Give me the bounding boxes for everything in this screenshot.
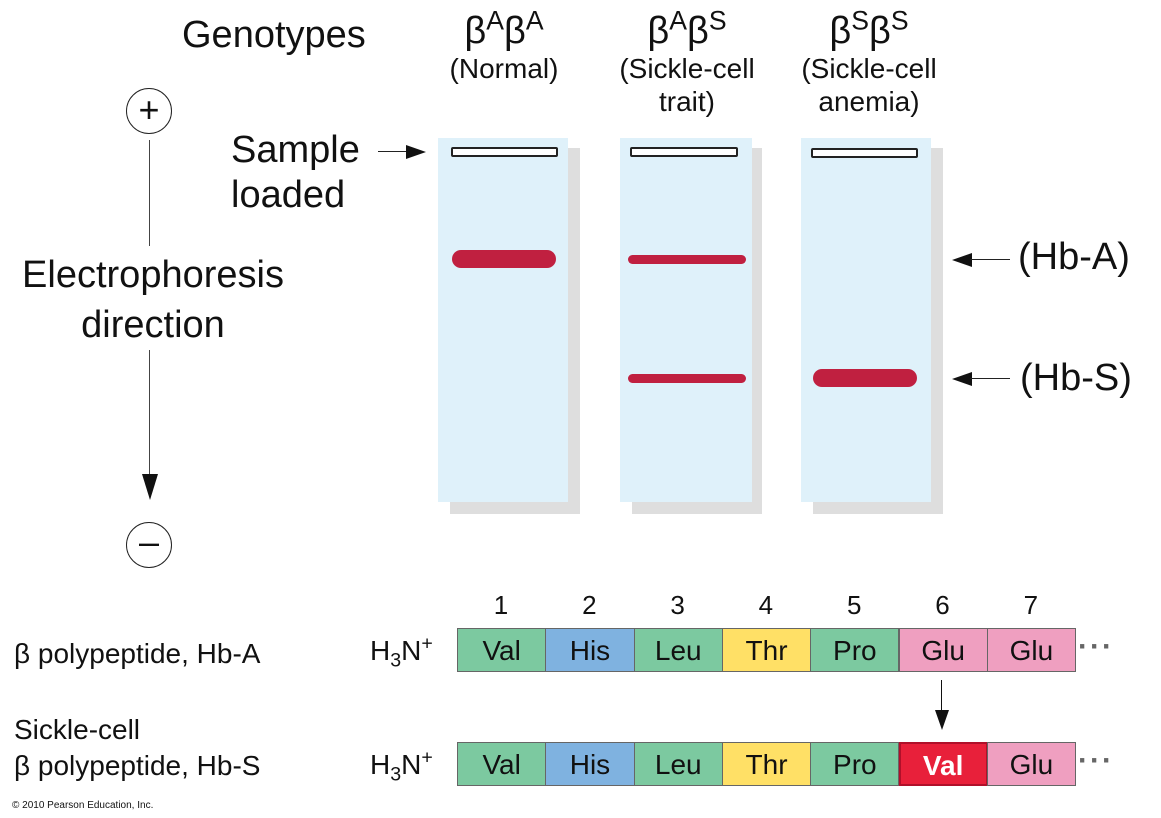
n-terminus-hbs: H3N+ [370,746,433,786]
sample-well [451,147,558,157]
band-hb-s [628,374,746,383]
electrophoresis-label-line1: Electrophoresis [22,254,284,296]
residue-his: His [545,628,635,672]
gel-lane-anemia [801,138,931,502]
band-hb-s [813,369,917,387]
band-hb-a [452,250,556,268]
residue-glu: Glu [986,742,1077,786]
residue-leu: Leu [633,742,723,786]
genotype-header-normal: βAβA (Normal) [434,5,574,85]
band-hb-a [628,255,746,264]
hb-a-label: (Hb-A) [1018,236,1130,278]
sample-well [630,147,738,157]
arrow-down-icon [142,474,158,500]
genotype-header-trait: βAβS (Sickle-cell trait) [602,5,772,118]
residue-thr: Thr [721,628,812,672]
residue-pro: Pro [810,628,900,672]
minus-electrode-icon: – [126,522,172,568]
sample-loaded-line2: loaded [231,174,346,216]
residue-leu: Leu [633,628,723,672]
arrow-left-icon [952,253,972,267]
arrow-left-icon [952,372,972,386]
position-number: 7 [1023,590,1039,620]
genotype-symbol: βAβA [464,5,544,52]
hbs-row-label: Sickle-cell β polypeptide, Hb-S [14,712,260,784]
residue-thr: Thr [721,742,812,786]
direction-line-upper [149,140,150,246]
electrophoresis-label-line2: direction [81,304,225,346]
position-number: 5 [846,590,862,620]
sample-loaded-line1: Sample [231,129,360,171]
hb-a-arrow-line [970,259,1010,260]
arrow-right-icon [406,145,426,159]
plus-electrode-icon: + [126,88,172,134]
ellipsis-hba: ··· [1078,630,1114,663]
genotype-description-2: anemia) [818,86,920,117]
position-number: 1 [493,590,509,620]
n-terminus-hba: H3N+ [370,632,433,672]
hbs-row-label-line1: Sickle-cell [14,714,141,745]
hba-row-label: β polypeptide, Hb-A [14,638,261,669]
residue-val: Val [457,628,547,672]
direction-line-lower [149,350,150,476]
genotype-description: (Sickle-cell [801,53,937,84]
genotype-description: (Sickle-cell [619,53,755,84]
copyright: © 2010 Pearson Education, Inc. [12,800,154,811]
residue-val: Val [457,742,547,786]
position-number: 3 [670,590,685,620]
gel-lane-normal [438,138,568,502]
electrophoresis-label: Electrophoresis direction [0,250,306,350]
arrow-down-icon [935,710,949,730]
hbs-row-label-line2: β polypeptide, Hb-S [14,750,261,781]
residue-val: Val [898,742,988,786]
position-number: 6 [935,590,950,620]
genotype-symbol: βAβS [647,5,727,52]
position-number: 2 [582,590,597,620]
sample-arrow-line [378,151,408,152]
residue-glu: Glu [986,628,1077,672]
ellipsis-hbs: ··· [1078,744,1114,777]
genotype-description-2: trait) [659,86,715,117]
hb-s-arrow-line [970,378,1010,379]
genotype-description: (Normal) [449,53,559,84]
residue-glu: Glu [898,628,988,672]
residue-his: His [545,742,635,786]
hb-s-label: (Hb-S) [1020,357,1132,399]
position-number: 4 [758,590,774,620]
sample-loaded-label: Sample loaded [231,128,360,218]
mutation-arrow-line [941,680,942,712]
genotype-symbol: βSβS [829,5,909,52]
genotype-header-anemia: βSβS (Sickle-cell anemia) [784,5,954,118]
residue-pro: Pro [810,742,900,786]
genotypes-label: Genotypes [182,14,366,56]
sample-well [811,148,918,158]
gel-lane-trait [620,138,752,502]
